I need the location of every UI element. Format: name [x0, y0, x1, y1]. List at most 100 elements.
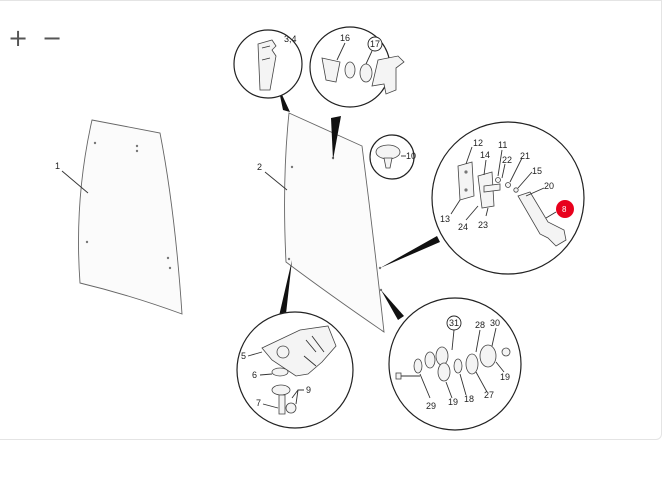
- callout-22: 22: [502, 155, 512, 165]
- leader-11: [497, 149, 503, 177]
- latch-screw: [495, 177, 501, 183]
- callout-28: 28: [475, 320, 485, 330]
- callout-21: 21: [520, 151, 530, 161]
- leader-13: [450, 199, 461, 215]
- leader-5: [247, 351, 263, 357]
- spacer-washer: [453, 358, 463, 374]
- callout-29: 29: [426, 401, 436, 411]
- panel-hole: [168, 266, 172, 270]
- leader-29: [419, 373, 431, 399]
- bolt-washer: [435, 346, 449, 366]
- leader-14: [483, 159, 487, 176]
- knob-stem: [383, 157, 393, 169]
- callout-10: 10: [406, 151, 416, 161]
- pin-washer: [359, 63, 373, 83]
- hinge-nut: [285, 402, 297, 414]
- leader-1: [61, 170, 89, 194]
- leader-17: [365, 50, 373, 65]
- callout-5: 5: [241, 351, 246, 361]
- pin-bushing: [321, 57, 341, 83]
- callout-14: 14: [480, 150, 490, 160]
- leader-21: [509, 157, 523, 183]
- callout-19-right: 19: [500, 372, 510, 382]
- callout-15: 15: [532, 166, 542, 176]
- callout-6: 6: [252, 370, 257, 380]
- callout-31: 31: [449, 318, 459, 328]
- zoom-out-button[interactable]: −: [42, 24, 63, 52]
- callout-13: 13: [440, 214, 450, 224]
- highlight-marker-8[interactable]: [556, 200, 574, 218]
- bolt-washer: [413, 358, 423, 374]
- callout-12: 12: [473, 138, 483, 148]
- hinge-washer: [271, 367, 289, 377]
- seal-profile: [257, 39, 277, 91]
- leader-27: [475, 371, 488, 393]
- latch-washer: [505, 182, 511, 188]
- pointer-hinge-top: [331, 116, 341, 160]
- callout-18: 18: [464, 394, 474, 404]
- panel-hole: [166, 256, 170, 260]
- circle-17: [367, 36, 383, 52]
- rubber-grommet: [465, 353, 479, 375]
- callout-7: 7: [256, 398, 261, 408]
- hinge-pin: [371, 55, 405, 95]
- bracket-hole: [464, 188, 468, 192]
- callout-1: 1: [55, 161, 60, 171]
- leader-28: [475, 329, 481, 353]
- panel-hole: [93, 141, 97, 145]
- leader-20: [525, 187, 545, 197]
- pointer-bolt-set: [381, 290, 404, 320]
- leader-19-right: [495, 361, 505, 373]
- leader-2: [264, 171, 288, 191]
- latch-nut: [513, 187, 519, 193]
- callout-19-left: 19: [448, 397, 458, 407]
- callout-27: 27: [484, 390, 494, 400]
- panel-hole: [135, 149, 139, 153]
- zoom-in-button[interactable]: +: [8, 24, 29, 52]
- callout-3-4: 3,4: [284, 34, 297, 44]
- bolt-washer: [424, 351, 436, 369]
- pointer-latch: [380, 236, 440, 268]
- callout-9: 9: [306, 385, 311, 395]
- latch-pin: [483, 183, 501, 193]
- latch-handle: [517, 191, 567, 247]
- hinge-bracket: [261, 325, 337, 377]
- callout-11: 11: [498, 140, 507, 150]
- side-glass-panel: [78, 119, 183, 315]
- zoom-controls: + −: [8, 24, 63, 52]
- callout-30: 30: [490, 318, 500, 328]
- seal-groove: [261, 45, 271, 61]
- leader-19-left: [445, 381, 453, 399]
- rubber-grommet: [437, 362, 451, 382]
- pin-washer: [344, 61, 356, 79]
- callout-20: 20: [544, 181, 554, 191]
- leader-12: [465, 146, 473, 165]
- door-glass-panel: [284, 112, 385, 333]
- bracket-hole: [464, 170, 468, 174]
- callout-8: 8: [562, 205, 567, 214]
- leader-8: [545, 211, 557, 219]
- latch-bracket: [457, 161, 475, 201]
- callout-16: 16: [340, 33, 350, 43]
- panel-hole: [135, 144, 139, 148]
- leader-7: [262, 403, 279, 409]
- callout-23: 23: [478, 220, 488, 230]
- leader-16: [336, 42, 346, 61]
- panel-hole: [290, 165, 294, 169]
- knob-head: [375, 144, 401, 160]
- cap-nut: [501, 347, 511, 357]
- leader-23: [485, 207, 489, 217]
- leader-31: [451, 329, 455, 351]
- callout-24: 24: [458, 222, 468, 232]
- detail-bubble-latch: [431, 121, 585, 275]
- large-washer: [479, 344, 497, 368]
- leader-6: [259, 373, 273, 376]
- hinge-bushing: [271, 384, 291, 396]
- hinge-bolt: [278, 394, 286, 415]
- bolt-head: [395, 372, 402, 380]
- callout-2: 2: [257, 162, 262, 172]
- leader-30: [491, 327, 497, 347]
- panel-hole: [287, 257, 291, 261]
- leader-9: [291, 389, 304, 405]
